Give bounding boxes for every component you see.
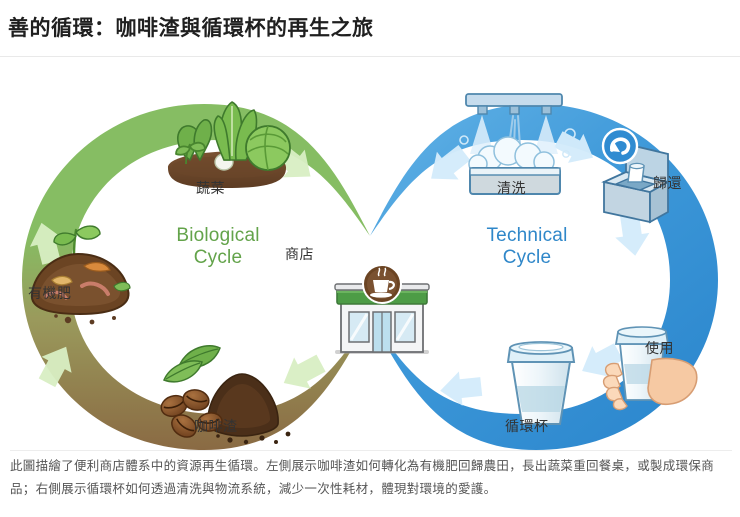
- cycle-diagram-svg: [22, 93, 718, 450]
- biological-cycle-line2: Cycle: [193, 247, 243, 269]
- reusable-cup-icon: [506, 341, 576, 425]
- vegetables-icon: [167, 101, 291, 188]
- compost-pile-icon: [30, 225, 131, 325]
- technical-flow-arrows: [431, 131, 650, 406]
- node-label-use: 使用: [645, 340, 674, 356]
- page-title: 善的循環：咖啡渣與循環杯的再生之旅: [8, 17, 374, 40]
- technical-cycle-line2: Cycle: [502, 247, 552, 269]
- technical-cycle-line1: Technical: [486, 225, 568, 246]
- node-label-store: 商店: [285, 246, 314, 262]
- node-label-vegetables: 蔬菜: [196, 180, 225, 196]
- caption-divider: [10, 450, 732, 451]
- technical-cycle-label: Technical Cycle: [452, 225, 602, 270]
- return-kiosk-icon: [601, 127, 671, 224]
- coffee-grounds-icon: [160, 344, 291, 445]
- figure-caption: 此圖描繪了便利商店體系中的資源再生循環。左側展示咖啡渣如何轉化為有機肥回歸農田，…: [10, 459, 715, 497]
- biological-cycle-line1: Biological: [176, 225, 260, 246]
- title-divider: [0, 56, 740, 57]
- convenience-store-icon: [334, 264, 430, 354]
- node-label-coffee-grounds: 咖啡渣: [194, 418, 238, 434]
- hand-holding-cup-icon: [602, 326, 698, 411]
- node-label-reusable-cup: 循環杯: [505, 418, 549, 434]
- washing-machine-icon: [459, 93, 576, 195]
- node-label-washing: 清洗: [497, 180, 526, 196]
- node-label-return: 歸還: [653, 175, 682, 191]
- biological-cycle-label: Biological Cycle: [148, 225, 288, 270]
- infographic-figure: Biological Cycle Technical Cycle 蔬菜 有機肥 …: [0, 58, 740, 450]
- node-label-compost: 有機肥: [28, 285, 72, 301]
